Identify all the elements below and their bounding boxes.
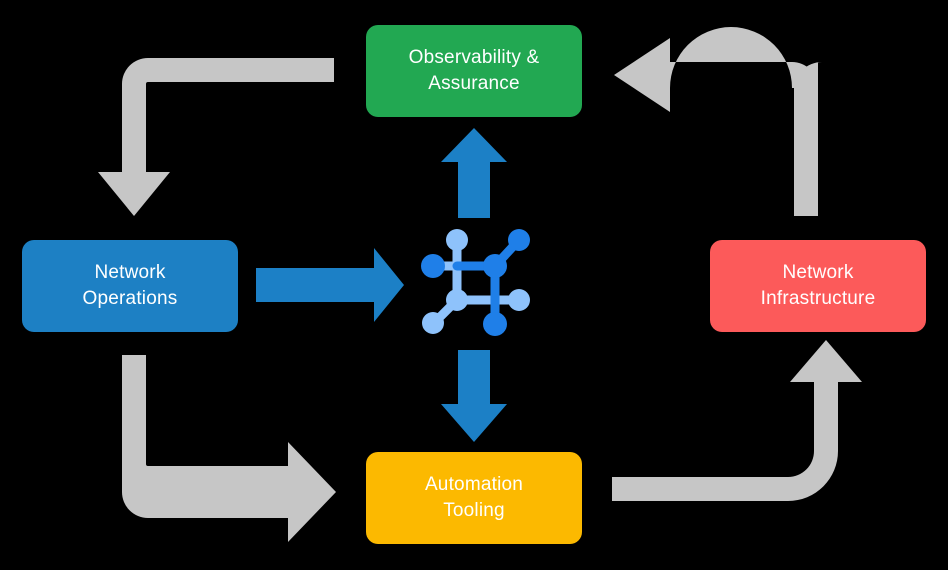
blue-arrow-center-to-observability — [441, 128, 507, 218]
node-label-network-operations: Network Operations — [82, 262, 178, 309]
node-box-observability-assurance[interactable]: Observability & Assurance — [366, 25, 582, 117]
node-center-right — [483, 254, 507, 278]
node-box-network-operations[interactable]: Network Operations — [22, 240, 238, 332]
gray-arrow-automation-to-infrastructure — [612, 340, 862, 501]
gray-arrow-observability-to-operations — [98, 58, 334, 216]
node-label-network-infrastructure: Network Infrastructure — [760, 262, 876, 309]
node-box-automation-tooling[interactable]: Automation Tooling — [366, 452, 582, 544]
node-top-right — [508, 229, 530, 251]
gray-arrow-operations-to-automation — [122, 355, 336, 542]
node-label-observability-assurance: Observability & Assurance — [408, 47, 540, 94]
node-bottom-right — [483, 312, 507, 336]
node-right — [508, 289, 530, 311]
gray-arrow-top-right-shaft — [794, 62, 822, 216]
node-center-left — [446, 289, 468, 311]
node-label-automation-tooling: Automation Tooling — [424, 474, 524, 521]
gray-arrow-infrastructure-to-observability — [614, 27, 818, 216]
node-box-network-infrastructure[interactable]: Network Infrastructure — [710, 240, 926, 332]
node-top-left — [446, 229, 468, 251]
network-icon-links — [428, 235, 524, 329]
blue-arrow-center-to-automation — [441, 350, 507, 442]
network-icon-nodes — [421, 229, 530, 336]
node-bottom-left — [422, 312, 444, 334]
node-left — [421, 254, 445, 278]
blue-arrow-operations-to-center — [256, 248, 404, 322]
